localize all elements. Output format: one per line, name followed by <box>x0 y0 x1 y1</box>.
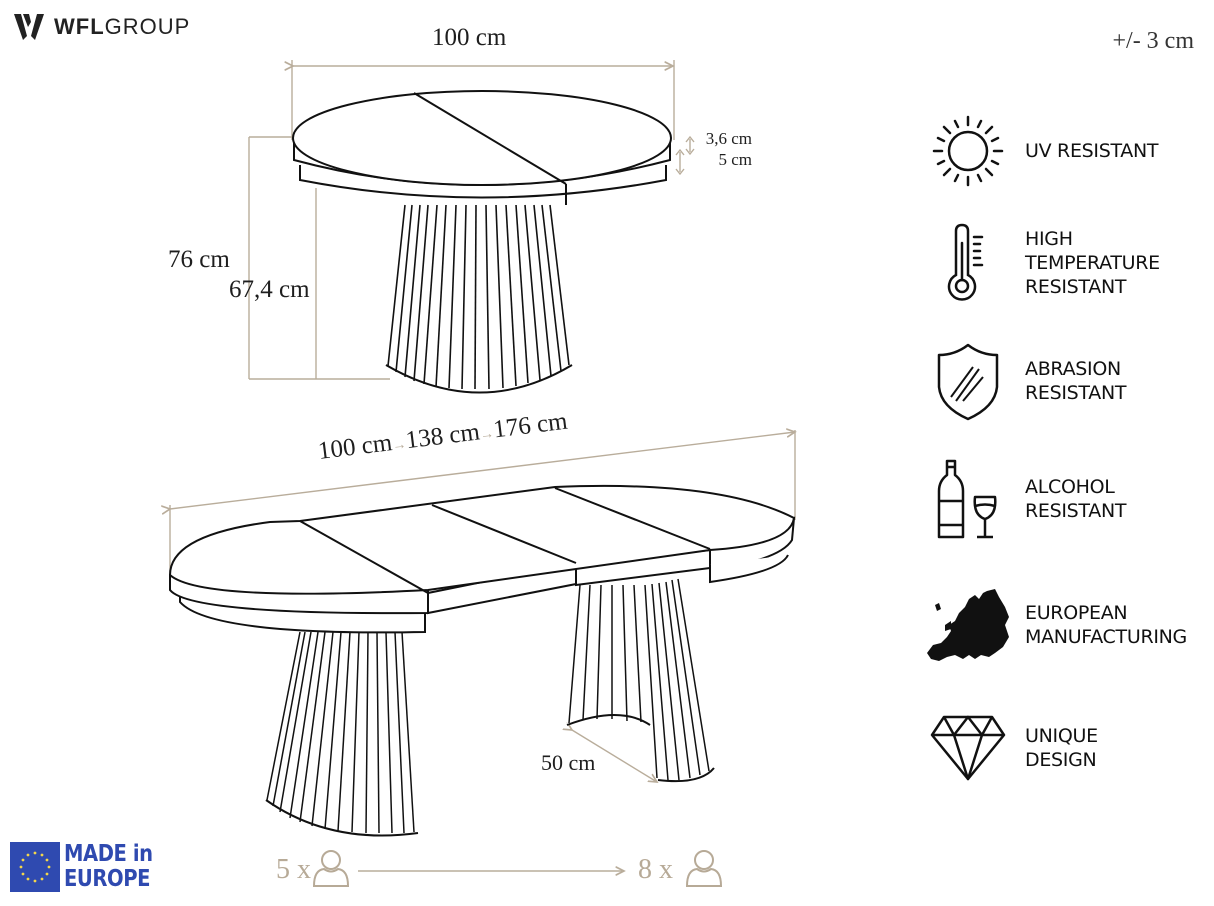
dim-top-thickness: 3,6 cm <box>705 129 752 148</box>
person-icon-max <box>694 850 714 870</box>
table-technical-drawing <box>0 60 910 887</box>
dim-apron-thickness: 5 cm <box>718 150 752 169</box>
extended-table-drawing <box>168 484 796 837</box>
dim-leg-height: 67,4 cm <box>229 276 310 303</box>
brand-name: WFLGROUP <box>54 14 191 39</box>
sun-icon <box>925 108 1011 194</box>
wfl-logo-mark-icon <box>14 14 44 40</box>
feature-uv-resistant: UV RESISTANT <box>925 108 1159 194</box>
wine-bottle-glass-icon <box>925 456 1011 542</box>
dimension-lines <box>170 60 795 871</box>
diamond-icon <box>925 705 1011 791</box>
europe-map-icon <box>925 582 1011 668</box>
feature-label: UV RESISTANT <box>1025 140 1159 162</box>
round-table-drawing <box>292 90 672 394</box>
dim-total-height: 76 cm <box>168 246 230 273</box>
dim-leg-spacing: 50 cm <box>541 750 596 775</box>
seating-max: 8 x <box>638 854 673 885</box>
shield-scratch-icon <box>925 338 1011 424</box>
thermometer-icon <box>925 220 1011 306</box>
person-icons <box>312 850 723 887</box>
person-icon-min <box>321 850 341 870</box>
dim-round-width: 100 cm <box>432 24 507 51</box>
brand-logo: WFLGROUP <box>14 14 190 40</box>
tolerance-note: +/- 3 cm <box>1112 28 1194 54</box>
eu-flag-icon <box>10 842 60 892</box>
seating-min: 5 x <box>276 854 311 885</box>
